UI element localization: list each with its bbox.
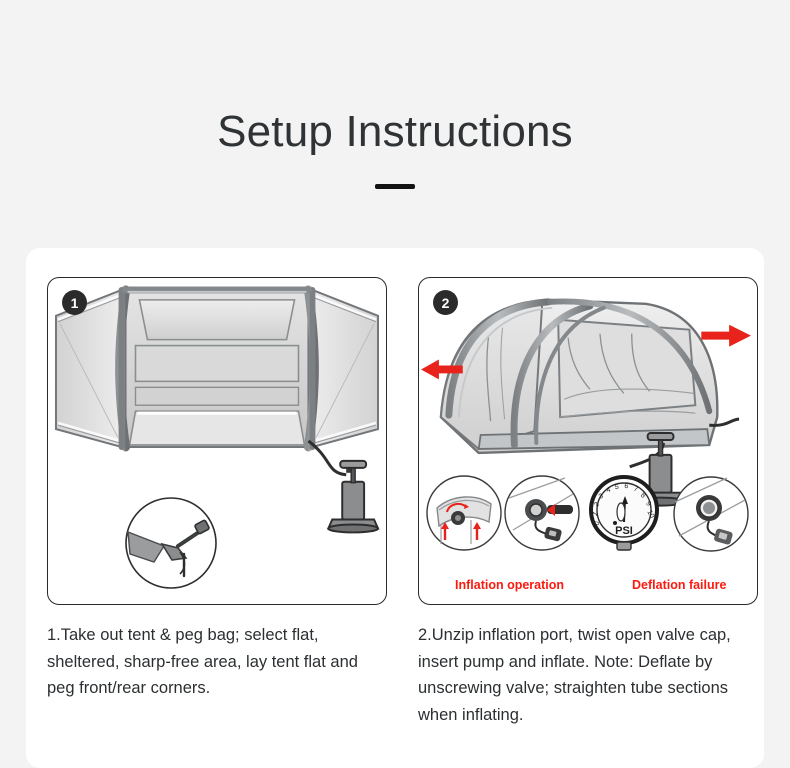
gauge-unit-label: PSI [615, 525, 633, 537]
step-2-caption: 2.Unzip inflation port, twist open valve… [418, 626, 731, 725]
pump-and-hose [307, 439, 380, 534]
page-title: Setup Instructions [217, 107, 573, 156]
pressure-gauge-inset: 0 1 2 3 4 5 6 7 8 9 10 [581, 470, 667, 556]
closed-valve-inset [671, 474, 751, 554]
arrow-left-icon [421, 359, 463, 380]
peg-hammering-inset [124, 496, 218, 590]
svg-text:9: 9 [644, 500, 652, 508]
tent-laid-flat-illustration [48, 278, 386, 604]
svg-text:5: 5 [615, 484, 619, 491]
tent-right-wall [311, 288, 380, 449]
step-2-column: 2 [418, 277, 758, 729]
deflation-failure-label: Deflation failure [632, 578, 727, 592]
tent-inflated-illustration [419, 278, 757, 604]
step-1-caption: 1.Take out tent & peg bag; select flat, … [47, 626, 358, 698]
step-1-panel: 1 [47, 277, 387, 605]
tent-frame-tubes [445, 298, 713, 449]
page-header: Setup Instructions [0, 0, 790, 190]
svg-text:1: 1 [592, 511, 600, 518]
svg-text:10: 10 [645, 509, 655, 519]
tent-air-tubes [115, 285, 319, 452]
tent-left-wall [54, 288, 123, 449]
title-divider-bar [375, 184, 415, 190]
svg-text:6: 6 [624, 483, 629, 490]
svg-text:4: 4 [606, 487, 612, 495]
steps-row: 1 [26, 248, 764, 729]
svg-text:0: 0 [594, 521, 602, 527]
svg-text:2: 2 [593, 501, 601, 509]
inflation-operation-label: Inflation operation [455, 578, 565, 592]
step-2-badge: 2 [433, 290, 458, 315]
tent-middle-body [124, 288, 310, 448]
unzip-valve-inset [425, 474, 503, 552]
step-2-panel: 2 [418, 277, 758, 605]
svg-text:7: 7 [632, 486, 638, 494]
step-1-column: 1 [47, 277, 387, 729]
expansion-arrows [421, 324, 751, 380]
step-1-badge: 1 [62, 290, 87, 315]
instructions-card: 1 [26, 248, 764, 768]
insert-pump-nozzle-inset [503, 474, 581, 552]
svg-text:3: 3 [598, 493, 605, 501]
svg-text:8: 8 [639, 492, 646, 500]
arrow-right-icon [701, 324, 751, 347]
